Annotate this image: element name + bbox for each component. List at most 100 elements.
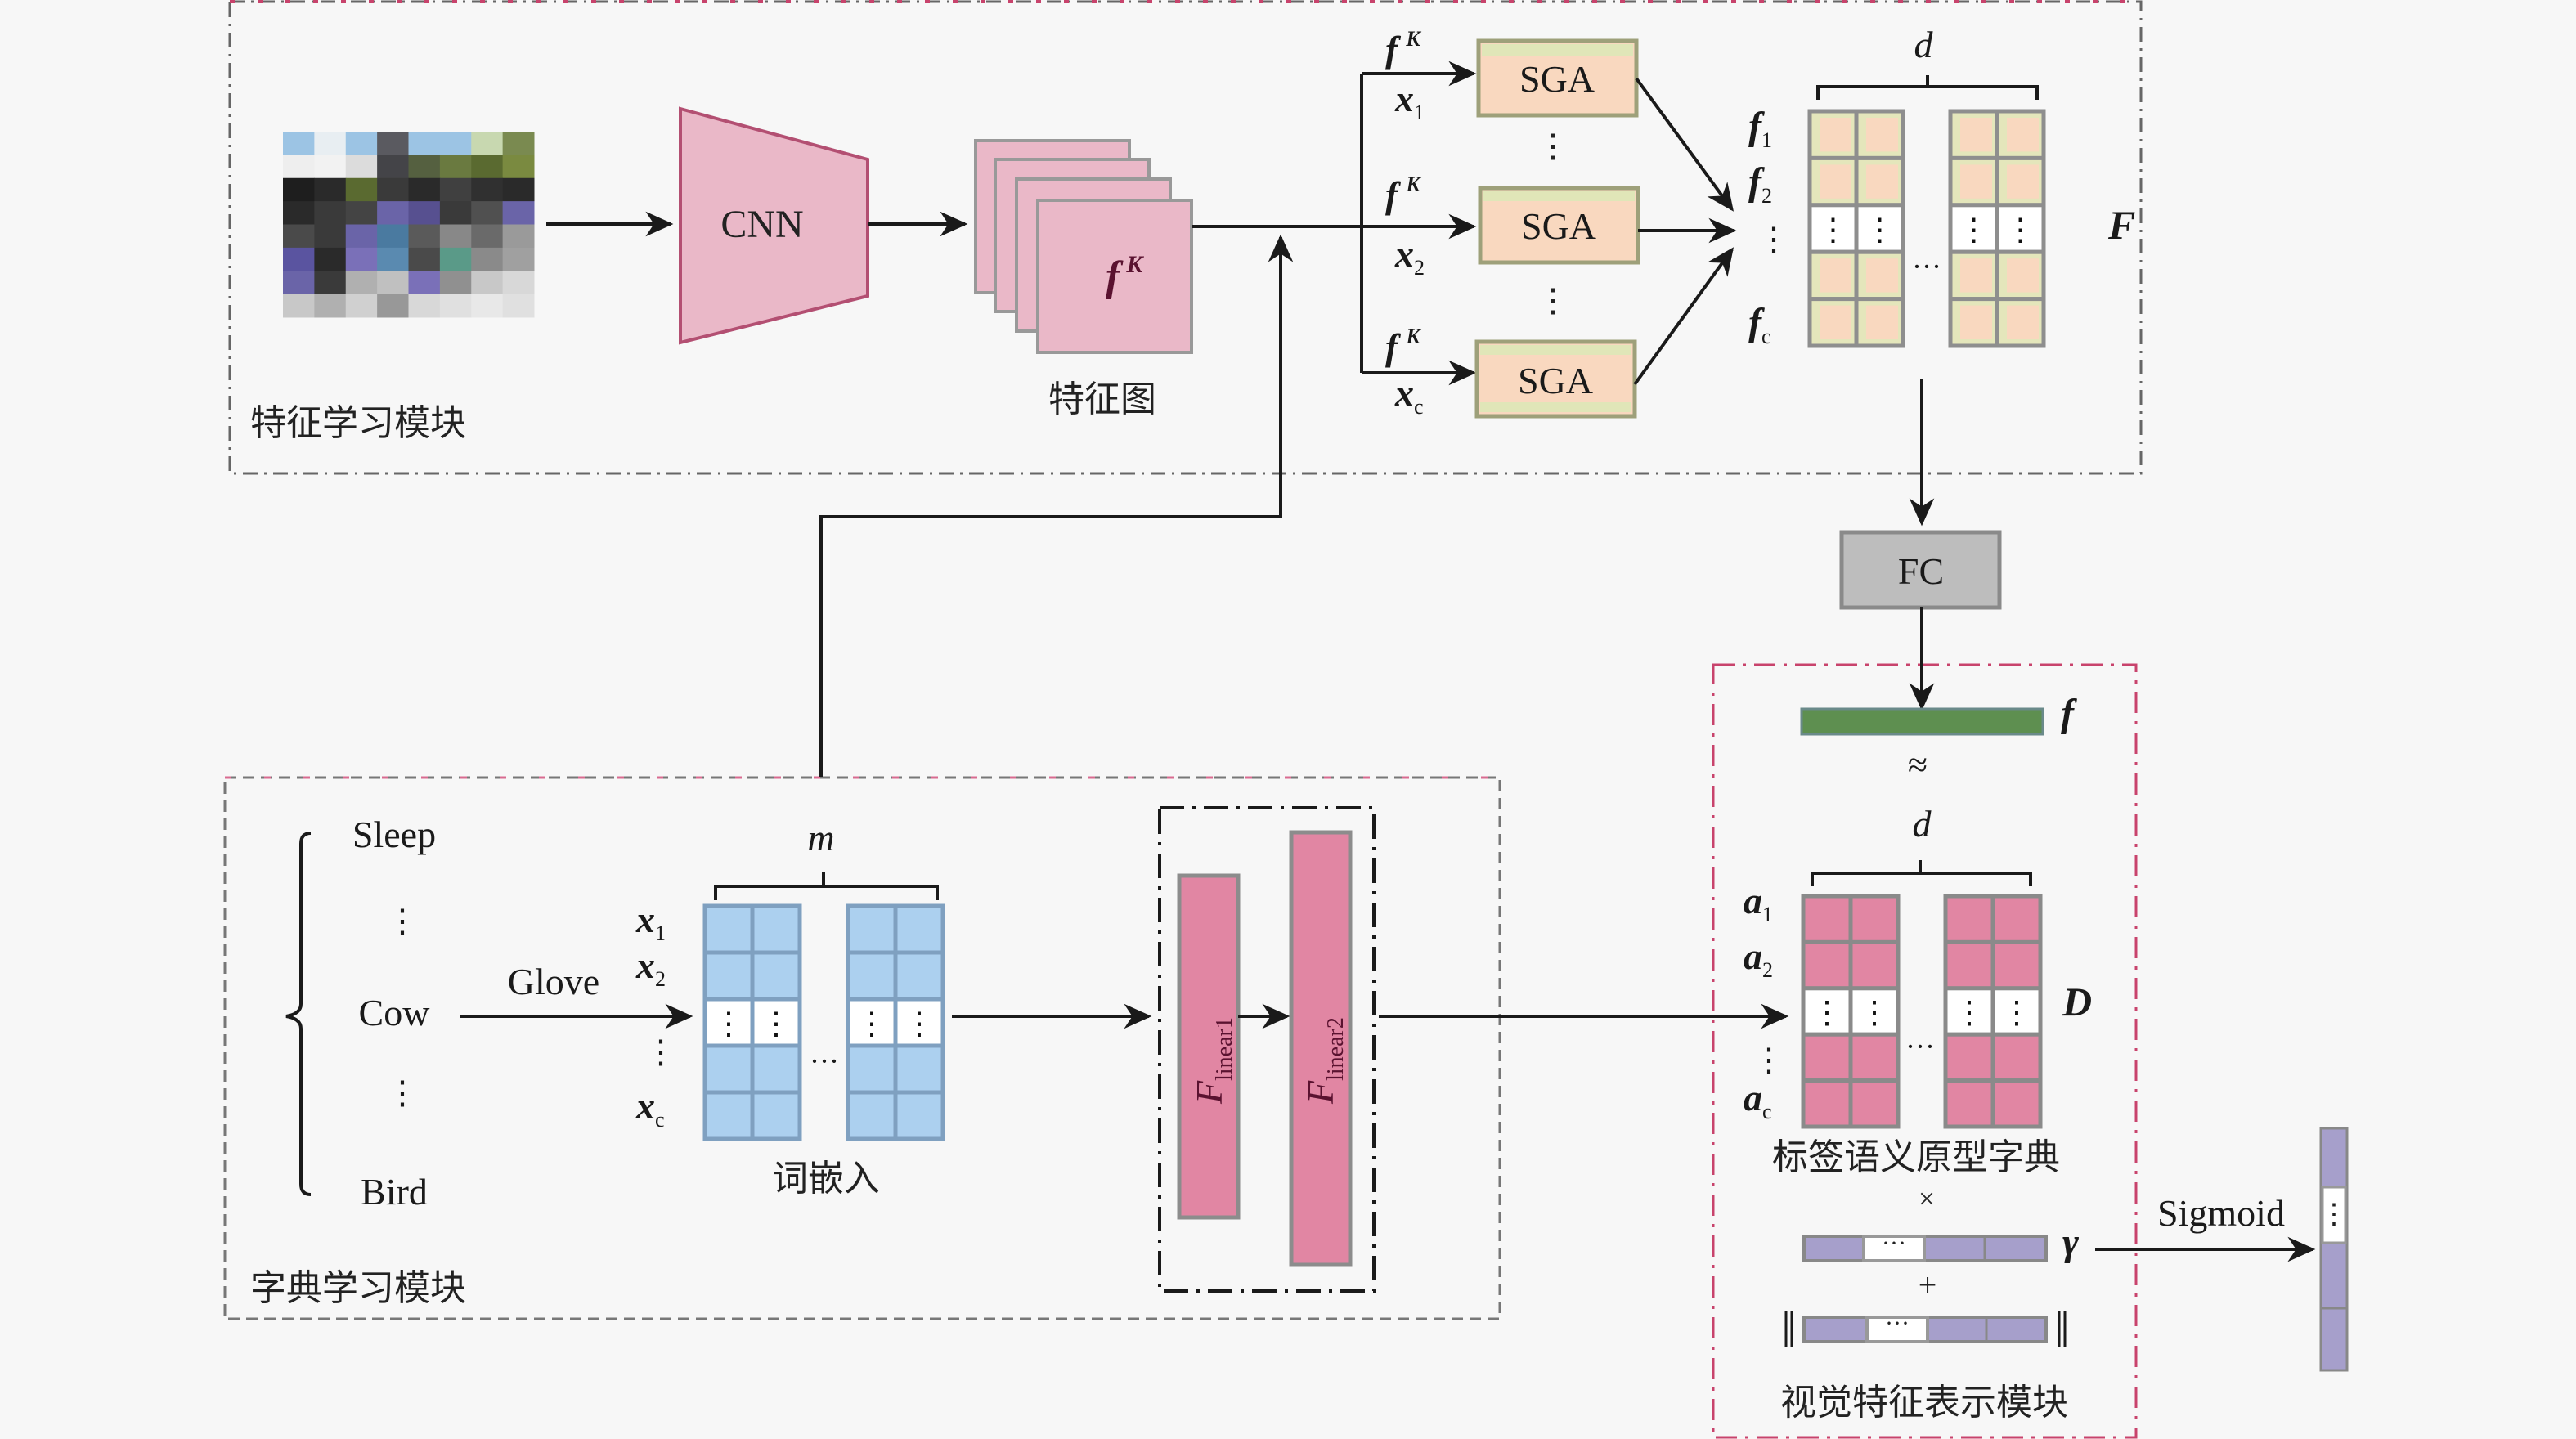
linear1-label: Flinear1 xyxy=(1188,1017,1237,1105)
image-pixel xyxy=(439,201,472,225)
sigmoid-label: Sigmoid xyxy=(2157,1192,2285,1234)
matrix-cell xyxy=(702,1090,755,1141)
vdots-icon: ⋮ xyxy=(386,1074,419,1111)
dictionary-learning-module: 字典学习模块 xyxy=(223,776,1501,1320)
matrix-cell xyxy=(702,903,755,955)
matrix-cell xyxy=(1990,939,2043,991)
image-pixel xyxy=(314,224,347,249)
norm-ellipsis-cell xyxy=(1865,1316,1929,1343)
image-pixel xyxy=(471,294,504,318)
matrix-cell xyxy=(750,950,802,1002)
feature-map-layer xyxy=(1036,199,1193,354)
matrix-ellipsis-cell xyxy=(893,997,945,1048)
sga-input-x: x1 xyxy=(1394,78,1425,124)
matrix-cell xyxy=(893,1090,945,1141)
matrix-cell-inner xyxy=(1960,164,1992,199)
image-pixel xyxy=(408,132,441,155)
vdots-icon: ⋮ xyxy=(761,1007,792,1042)
linear2-bar xyxy=(1289,830,1353,1267)
matrix-cell-inner xyxy=(1820,305,1851,339)
embed-dim-label: m xyxy=(807,817,834,858)
matrix-cell xyxy=(1848,894,1901,944)
row-label: a1 xyxy=(1744,880,1773,926)
dim-brace xyxy=(1816,75,2039,100)
image-pixel xyxy=(283,294,315,318)
image-pixel xyxy=(345,132,378,155)
matrix-cell xyxy=(1801,1032,1853,1083)
vdots-icon: ⋮ xyxy=(1865,213,1896,248)
image-pixel xyxy=(314,155,347,179)
image-pixel xyxy=(502,271,535,295)
image-pixel xyxy=(377,271,409,295)
vdots-icon: ⋮ xyxy=(1811,996,1842,1030)
feature-map-caption: 特征图 xyxy=(1048,379,1156,420)
vdots-icon: ⋮ xyxy=(713,1007,744,1042)
image-pixel xyxy=(471,271,504,295)
approx-icon: ≈ xyxy=(1908,745,1928,785)
image-pixel xyxy=(439,224,472,249)
dim-brace xyxy=(714,872,939,900)
matrix-cell xyxy=(750,1043,802,1095)
matrix-cell-inner xyxy=(2007,118,2039,152)
cnn-label: CNN xyxy=(720,203,803,246)
matrix-cell-inner xyxy=(1866,305,1898,339)
image-pixel xyxy=(439,132,472,155)
image-pixel xyxy=(502,177,535,202)
word-item: Cow xyxy=(359,992,431,1033)
word-item: Sleep xyxy=(352,814,436,855)
matrix-dim-label: d xyxy=(1914,24,1934,65)
matrix-ellipsis-cell xyxy=(1990,986,2043,1037)
image-pixel xyxy=(345,224,378,249)
matrix-cell xyxy=(1990,1078,2043,1129)
image-pixel xyxy=(283,271,315,295)
hdots-icon: ··· xyxy=(1912,250,1941,283)
word-item: Bird xyxy=(361,1171,428,1213)
image-pixel xyxy=(314,201,347,225)
embedding-labels: x1 x2 ⋮ xc m ··· 词嵌入 xyxy=(635,817,939,1199)
image-pixel xyxy=(377,224,409,249)
vdots-icon: ⋮ xyxy=(644,1033,677,1070)
image-pixel xyxy=(471,224,504,249)
matrix-cell-inner xyxy=(1820,118,1851,152)
matrix-cell xyxy=(1801,939,1853,991)
plus-icon: + xyxy=(1919,1266,1937,1303)
matrix-cell-inner xyxy=(1866,164,1898,199)
vdots-icon: ⋮ xyxy=(2001,996,2032,1030)
image-pixel xyxy=(345,177,378,202)
matrix-cell xyxy=(702,950,755,1002)
image-pixel xyxy=(345,155,378,179)
feature-matrix-F: ⋮⋮⋮⋮ xyxy=(1807,109,2046,348)
matrix-cell-inner xyxy=(1866,258,1898,293)
feature-learning-module: 特征学习模块 xyxy=(228,0,2143,475)
matrix-cell-inner xyxy=(2007,258,2039,293)
sga-box-highlight xyxy=(1480,345,1631,355)
image-pixel xyxy=(314,132,347,155)
sga-blocks: SGA ⋮ SGA ⋮ SGA xyxy=(1474,38,1640,419)
module-border xyxy=(223,776,1501,1320)
vdots-icon: ⋮ xyxy=(386,903,419,939)
fc-box xyxy=(1839,530,2002,610)
row-label: xc xyxy=(635,1085,665,1132)
dim-brace xyxy=(1811,860,2032,886)
image-pixel xyxy=(439,271,472,295)
matrix-cell-inner xyxy=(1960,258,1992,293)
matrix-cell-inner xyxy=(1960,305,1992,339)
image-pixel xyxy=(502,201,535,225)
matrix-cell-inner xyxy=(2007,305,2039,339)
row-label: x1 xyxy=(635,899,666,945)
image-pixel xyxy=(345,271,378,295)
matrix-cell xyxy=(1801,894,1853,944)
linear2-label: Flinear2 xyxy=(1299,1017,1349,1105)
vdots-icon: ⋮ xyxy=(1757,221,1790,258)
matrix-cell xyxy=(702,1043,755,1095)
matrix-cell xyxy=(1848,1032,1901,1083)
ellipsis-icon: ··· xyxy=(1885,1310,1910,1337)
image-pixel xyxy=(314,177,347,202)
sga-block-1: SGA xyxy=(1476,38,1639,118)
image-pixel xyxy=(377,132,409,155)
sga-input-x: x2 xyxy=(1394,233,1425,280)
